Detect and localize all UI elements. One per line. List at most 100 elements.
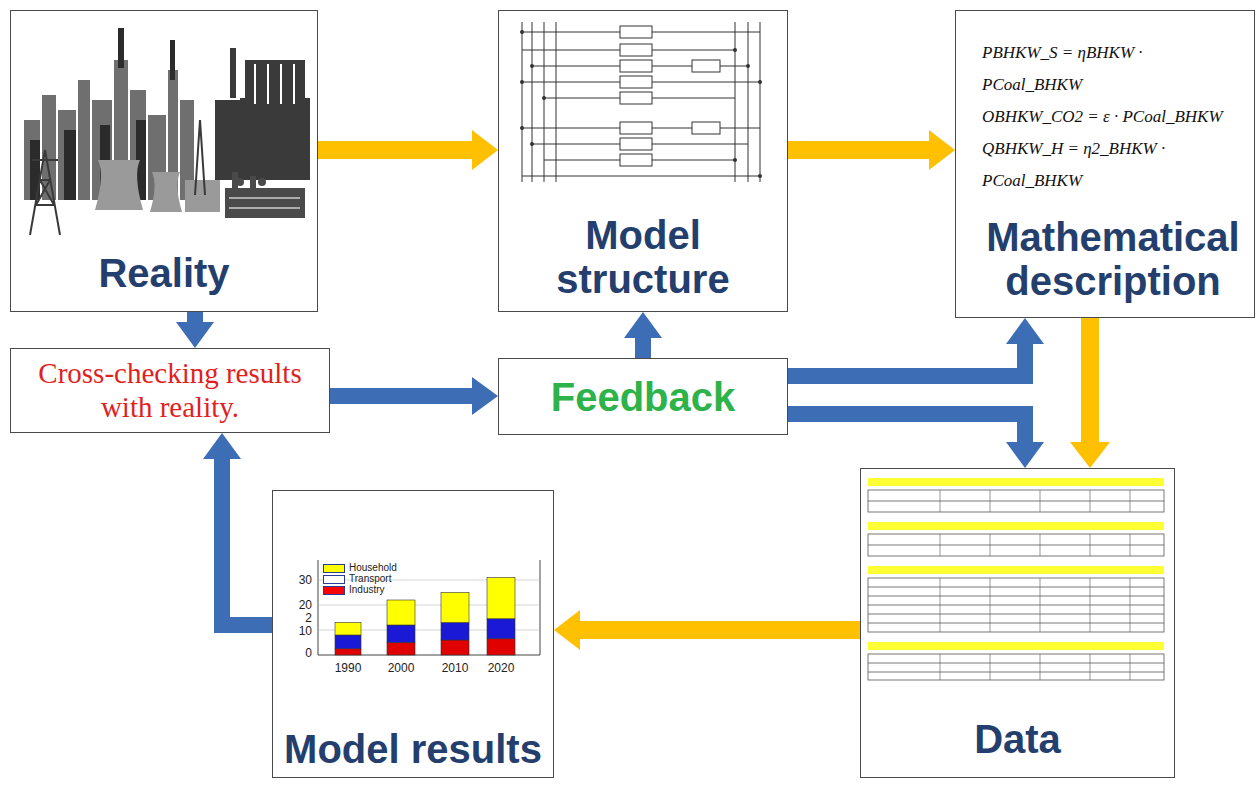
table-illustration	[1130, 490, 1131, 512]
city-illustration	[230, 48, 236, 98]
bar-chart	[318, 560, 540, 655]
bar-chart	[441, 593, 469, 623]
city-illustration	[229, 197, 300, 199]
axis-tick: 20	[272, 598, 312, 612]
legend-text: Household	[349, 563, 397, 573]
flow-arrow	[788, 414, 1025, 442]
table-illustration	[868, 596, 1164, 597]
city-illustration	[30, 150, 60, 235]
axis-tick: 30	[272, 573, 312, 587]
table-illustration	[868, 534, 1164, 556]
schematic-illustration	[620, 76, 652, 88]
city-illustration	[58, 110, 76, 200]
flow-arrow	[1081, 318, 1099, 442]
schematic-illustration	[556, 22, 557, 182]
schematic-illustration	[520, 30, 524, 34]
flow-arrow	[635, 338, 651, 358]
table-illustration	[868, 545, 1164, 546]
city-illustration	[30, 120, 205, 235]
city-illustration	[170, 40, 175, 80]
bar-chart	[335, 623, 361, 636]
schematic-illustration	[620, 92, 652, 104]
city-illustration	[225, 188, 305, 218]
schematic-illustration	[733, 158, 737, 162]
city-illustration	[215, 100, 310, 180]
table-illustration	[1130, 578, 1131, 632]
city-illustration	[150, 172, 182, 212]
table-illustration	[868, 501, 1164, 502]
schematic-illustration	[748, 22, 749, 182]
city-illustration	[267, 64, 269, 104]
schematic-illustration	[530, 142, 534, 146]
bar-chart	[487, 619, 515, 639]
math-box: PBHKW_S = ηBHKW · PCoal_BHKWOBHKW_CO2 = …	[955, 10, 1255, 318]
bar-chart	[387, 600, 415, 625]
table-illustration	[868, 478, 1164, 650]
legend-swatch	[323, 586, 345, 595]
table-illustration	[990, 578, 991, 632]
formula: QBHKW_H = η2_BHKW · PCoal_BHKW	[982, 133, 1244, 197]
table-illustration	[868, 614, 1164, 615]
box-title: Reality	[21, 251, 307, 295]
city-illustration	[24, 28, 310, 235]
schematic-illustration	[544, 22, 545, 182]
city-illustration	[195, 120, 205, 195]
schematic-illustration	[692, 122, 720, 134]
schematic-illustration	[620, 44, 652, 56]
city-illustration	[255, 64, 294, 104]
bar-chart	[487, 639, 515, 655]
city-illustration	[236, 178, 244, 186]
table-illustration	[1090, 578, 1091, 632]
flow-arrow	[788, 141, 929, 159]
schematic-illustration	[522, 176, 760, 177]
table-illustration	[1130, 654, 1131, 680]
schematic-illustration	[758, 80, 762, 84]
bar-chart	[335, 635, 361, 649]
legend-swatch	[323, 564, 345, 573]
city-illustration	[185, 180, 220, 212]
box-title: Data	[869, 717, 1166, 761]
schematic-illustration	[542, 96, 546, 100]
schematic-illustration	[760, 22, 761, 182]
bar-chart	[487, 578, 515, 619]
city-illustration	[225, 172, 305, 218]
flow-arrow	[187, 312, 203, 322]
schematic-illustration	[520, 80, 524, 84]
schematic-illustration	[733, 48, 737, 52]
city-illustration	[95, 160, 143, 210]
axis-tick: 2	[272, 611, 312, 625]
city-illustration	[229, 198, 300, 208]
schematic-illustration	[532, 22, 533, 182]
table-illustration	[868, 578, 1164, 632]
city-illustration	[254, 64, 256, 104]
city-illustration	[215, 48, 310, 180]
bar-chart	[441, 623, 469, 641]
table-illustration	[868, 587, 1164, 588]
schematic-illustration	[520, 30, 762, 178]
bar-chart	[441, 640, 469, 655]
schematic-illustration	[620, 60, 652, 72]
legend-text: Transport	[349, 574, 391, 584]
schematic-illustration	[692, 60, 720, 72]
bar-chart	[335, 649, 361, 655]
table-illustration	[868, 490, 1164, 680]
city-illustration	[42, 95, 56, 200]
data-box: Data	[860, 468, 1175, 778]
flow-arrow	[318, 141, 472, 159]
table-illustration	[990, 490, 991, 512]
schematic-illustration	[758, 174, 762, 178]
table-illustration	[940, 490, 1130, 680]
table-illustration	[868, 654, 1164, 680]
legend-swatch	[323, 575, 345, 584]
table-illustration	[990, 534, 991, 556]
city-illustration	[229, 207, 300, 209]
box-title: Model structure	[509, 213, 777, 301]
feedback-box: Feedback	[498, 358, 788, 435]
table-illustration	[1040, 654, 1041, 680]
legend-row: Industry	[323, 585, 385, 595]
table-illustration	[868, 623, 1164, 624]
cross-check-box: Cross-checking results with reality.	[10, 348, 330, 433]
city-illustration	[258, 178, 266, 186]
results-box: Model results	[272, 490, 554, 778]
bar-chart	[335, 578, 515, 656]
